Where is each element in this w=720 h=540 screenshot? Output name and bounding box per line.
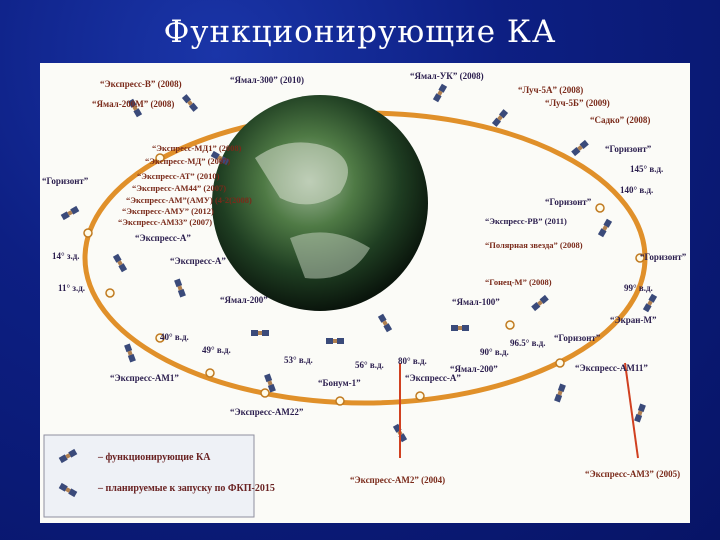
longitude-40e: 40° в.д. bbox=[160, 332, 189, 342]
label-luch-5b: “Луч-5Б” (2009) bbox=[545, 98, 610, 108]
label-luch-5a: “Луч-5А” (2008) bbox=[518, 85, 583, 95]
label-yamal-100: “Ямал-100” bbox=[452, 297, 500, 307]
longitude-90e: 90° в.д. bbox=[480, 347, 509, 357]
longitude-14w: 14° з.д. bbox=[52, 251, 80, 261]
label-gorizont-3: “Горизонт” bbox=[545, 197, 592, 207]
label-express-a-3: “Экспресс-А” bbox=[405, 373, 461, 383]
legend-functioning-label: – функционирующие КА bbox=[97, 452, 211, 463]
label-sadko: “Садко” (2008) bbox=[590, 115, 650, 125]
label-express-rv: “Экспресс-РВ” (2011) bbox=[485, 216, 567, 226]
label-yamal-200m: “Ямал-200М” (2008) bbox=[92, 99, 174, 109]
label-gorizont-5: “Горизонт” bbox=[554, 333, 601, 343]
label-yamal-200-2: “Ямал-200” bbox=[450, 364, 498, 374]
label-yamal-uk: “Ямал-УК” (2008) bbox=[410, 71, 484, 81]
label-express-at: “Экспресс-АТ” (2010) bbox=[137, 171, 220, 181]
label-express-amu: “Экспресс-АМУ” (2012) bbox=[122, 206, 214, 216]
label-yamal-300: “Ямал-300” (2010) bbox=[230, 75, 304, 85]
longitude-11w: 11° з.д. bbox=[58, 283, 85, 293]
label-gorizont-1: “Горизонт” bbox=[42, 176, 89, 186]
label-gonets-m: “Гонец-М” (2008) bbox=[485, 277, 552, 287]
orbit-diagram: “Экспресс-В” (2008) “Ямал-300” (2010) “Я… bbox=[42, 71, 687, 518]
longitude-140e: 140° в.д. bbox=[620, 185, 653, 195]
label-gorizont-2: “Горизонт” bbox=[605, 144, 652, 154]
label-express-md1: “Экспресс-МД1” (2008) bbox=[152, 143, 242, 153]
longitude-53e: 53° в.д. bbox=[284, 355, 313, 365]
legend: – функционирующие КА – планируемые к зап… bbox=[43, 434, 275, 518]
label-gorizont-4: “Горизонт” bbox=[640, 252, 687, 262]
label-ekran-m: “Экран-М” bbox=[610, 315, 657, 325]
label-express-v: “Экспресс-В” (2008) bbox=[100, 79, 182, 89]
legend-planned-label: – планируемые к запуску по ФКП-2015 bbox=[97, 483, 275, 494]
label-express-am44: “Экспресс-АМ44” (2007) bbox=[132, 183, 226, 193]
label-express-am22: “Экспресс-АМ22” bbox=[230, 407, 304, 417]
slide-title: Функционирующие КА bbox=[163, 14, 557, 50]
label-express-am3: “Экспресс-АМ3” (2005) bbox=[585, 469, 680, 479]
label-express-am11: “Экспресс-АМ11” bbox=[575, 363, 648, 373]
longitude-96-5e: 96.5° в.д. bbox=[510, 338, 546, 348]
longitude-49e: 49° в.д. bbox=[202, 345, 231, 355]
label-express-a-2: “Экспресс-А” bbox=[170, 256, 226, 266]
label-yamal-200-1: “Ямал-200” bbox=[220, 295, 268, 305]
label-express-amu4: “Экспресс-АМ”(АМУ) (4-2(2008) bbox=[126, 195, 252, 205]
label-express-am2: “Экспресс-АМ2” (2004) bbox=[350, 475, 445, 485]
label-express-md: “Экспресс-МД” (2007) bbox=[145, 156, 230, 166]
longitude-99e: 99° в.д. bbox=[624, 283, 653, 293]
longitude-145e: 145° в.д. bbox=[630, 164, 663, 174]
label-polar-star: “Полярная звезда” (2008) bbox=[485, 240, 583, 250]
earth-globe-icon bbox=[212, 95, 428, 311]
label-express-a-1: “Экспресс-А” bbox=[135, 233, 191, 243]
label-express-am33: “Экспресс-АМ33” (2007) bbox=[118, 217, 212, 227]
longitude-80e: 80° в.д. bbox=[398, 356, 427, 366]
longitude-56e: 56° в.д. bbox=[355, 360, 384, 370]
label-bonum-1: “Бонум-1” bbox=[318, 378, 361, 388]
label-express-am1: “Экспресс-АМ1” bbox=[110, 373, 179, 383]
